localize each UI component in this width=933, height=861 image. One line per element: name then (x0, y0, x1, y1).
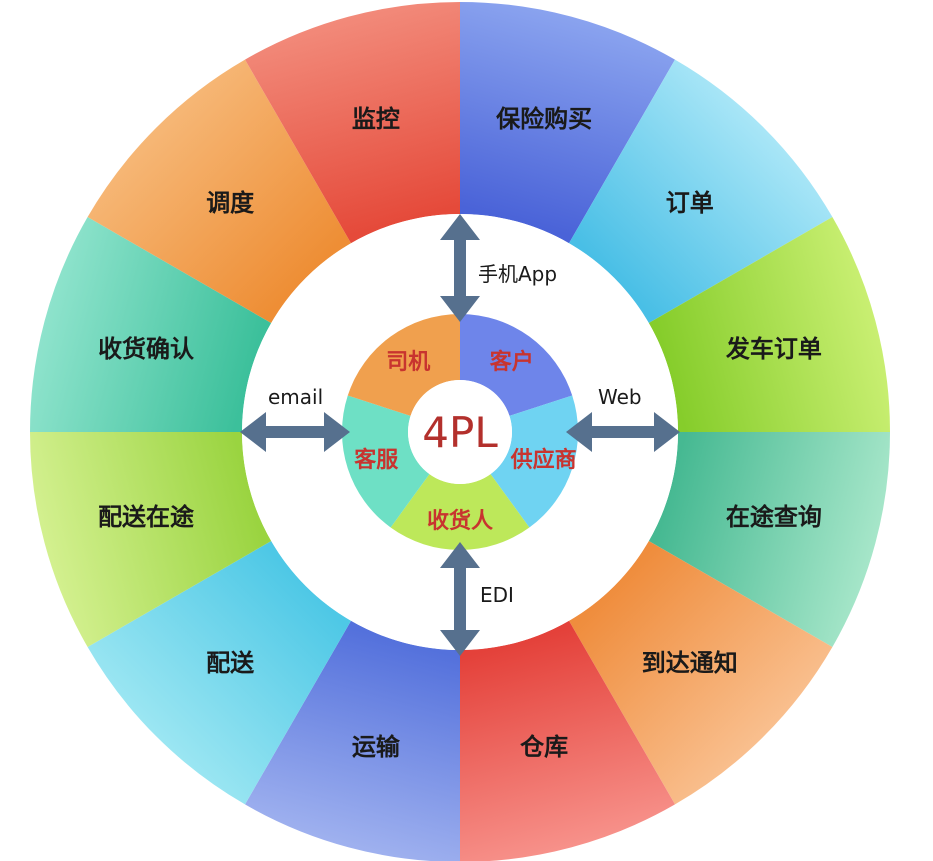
outer-segment (460, 620, 675, 861)
outer-segment-label: 运输 (352, 733, 401, 761)
outer-segment (569, 59, 833, 324)
outer-segment-label: 配送在途 (98, 503, 195, 531)
inner-segment (347, 314, 460, 416)
outer-segment (245, 2, 460, 244)
outer-segment-label: 监控 (352, 105, 400, 133)
outer-segment (30, 432, 272, 647)
outer-segment (648, 217, 890, 432)
inner-segment (460, 314, 573, 416)
inner-segment-label: 司机 (386, 350, 430, 375)
outer-segment (87, 59, 352, 324)
outer-segment (569, 541, 833, 805)
inner-segment-label: 客服 (354, 447, 399, 473)
outer-segment (87, 541, 352, 805)
channel-arrows (240, 214, 680, 656)
arrow-right-icon (566, 412, 680, 452)
outer-segment (30, 217, 272, 432)
channel-label-top: 手机App (478, 262, 557, 286)
outer-segment-label: 订单 (666, 189, 714, 217)
outer-segment (648, 432, 890, 647)
inner-segment (490, 395, 578, 528)
channel-label-bottom: EDI (480, 583, 514, 607)
inner-segment-label: 收货人 (427, 508, 493, 534)
outer-segment (460, 2, 675, 244)
arrow-top-icon (440, 214, 480, 322)
channel-label-right: Web (598, 385, 642, 409)
arrow-bottom-icon (440, 542, 480, 656)
outer-segment (245, 620, 460, 861)
inner-segment-label: 客户 (490, 349, 534, 375)
outer-segment-label: 仓库 (519, 733, 568, 761)
center-label: 4PL (422, 408, 498, 457)
inner-segment (342, 395, 430, 528)
inner-segment-label: 供应商 (510, 447, 577, 473)
outer-segment-label: 保险购买 (495, 105, 592, 133)
outer-segment-label: 调度 (206, 189, 255, 217)
arrow-left-icon (240, 412, 350, 452)
outer-segment-label: 到达通知 (642, 649, 738, 677)
outer-segment-label: 在途查询 (726, 503, 822, 531)
outer-segment-label: 发车订单 (725, 335, 822, 363)
outer-segment-label: 收货确认 (98, 335, 194, 363)
outer-segment-label: 配送 (206, 649, 255, 677)
outer-ring (30, 2, 890, 861)
inner-ring (342, 314, 578, 550)
channel-label-left: email (268, 385, 323, 409)
inner-segment (390, 474, 530, 550)
center-disk (408, 380, 512, 484)
